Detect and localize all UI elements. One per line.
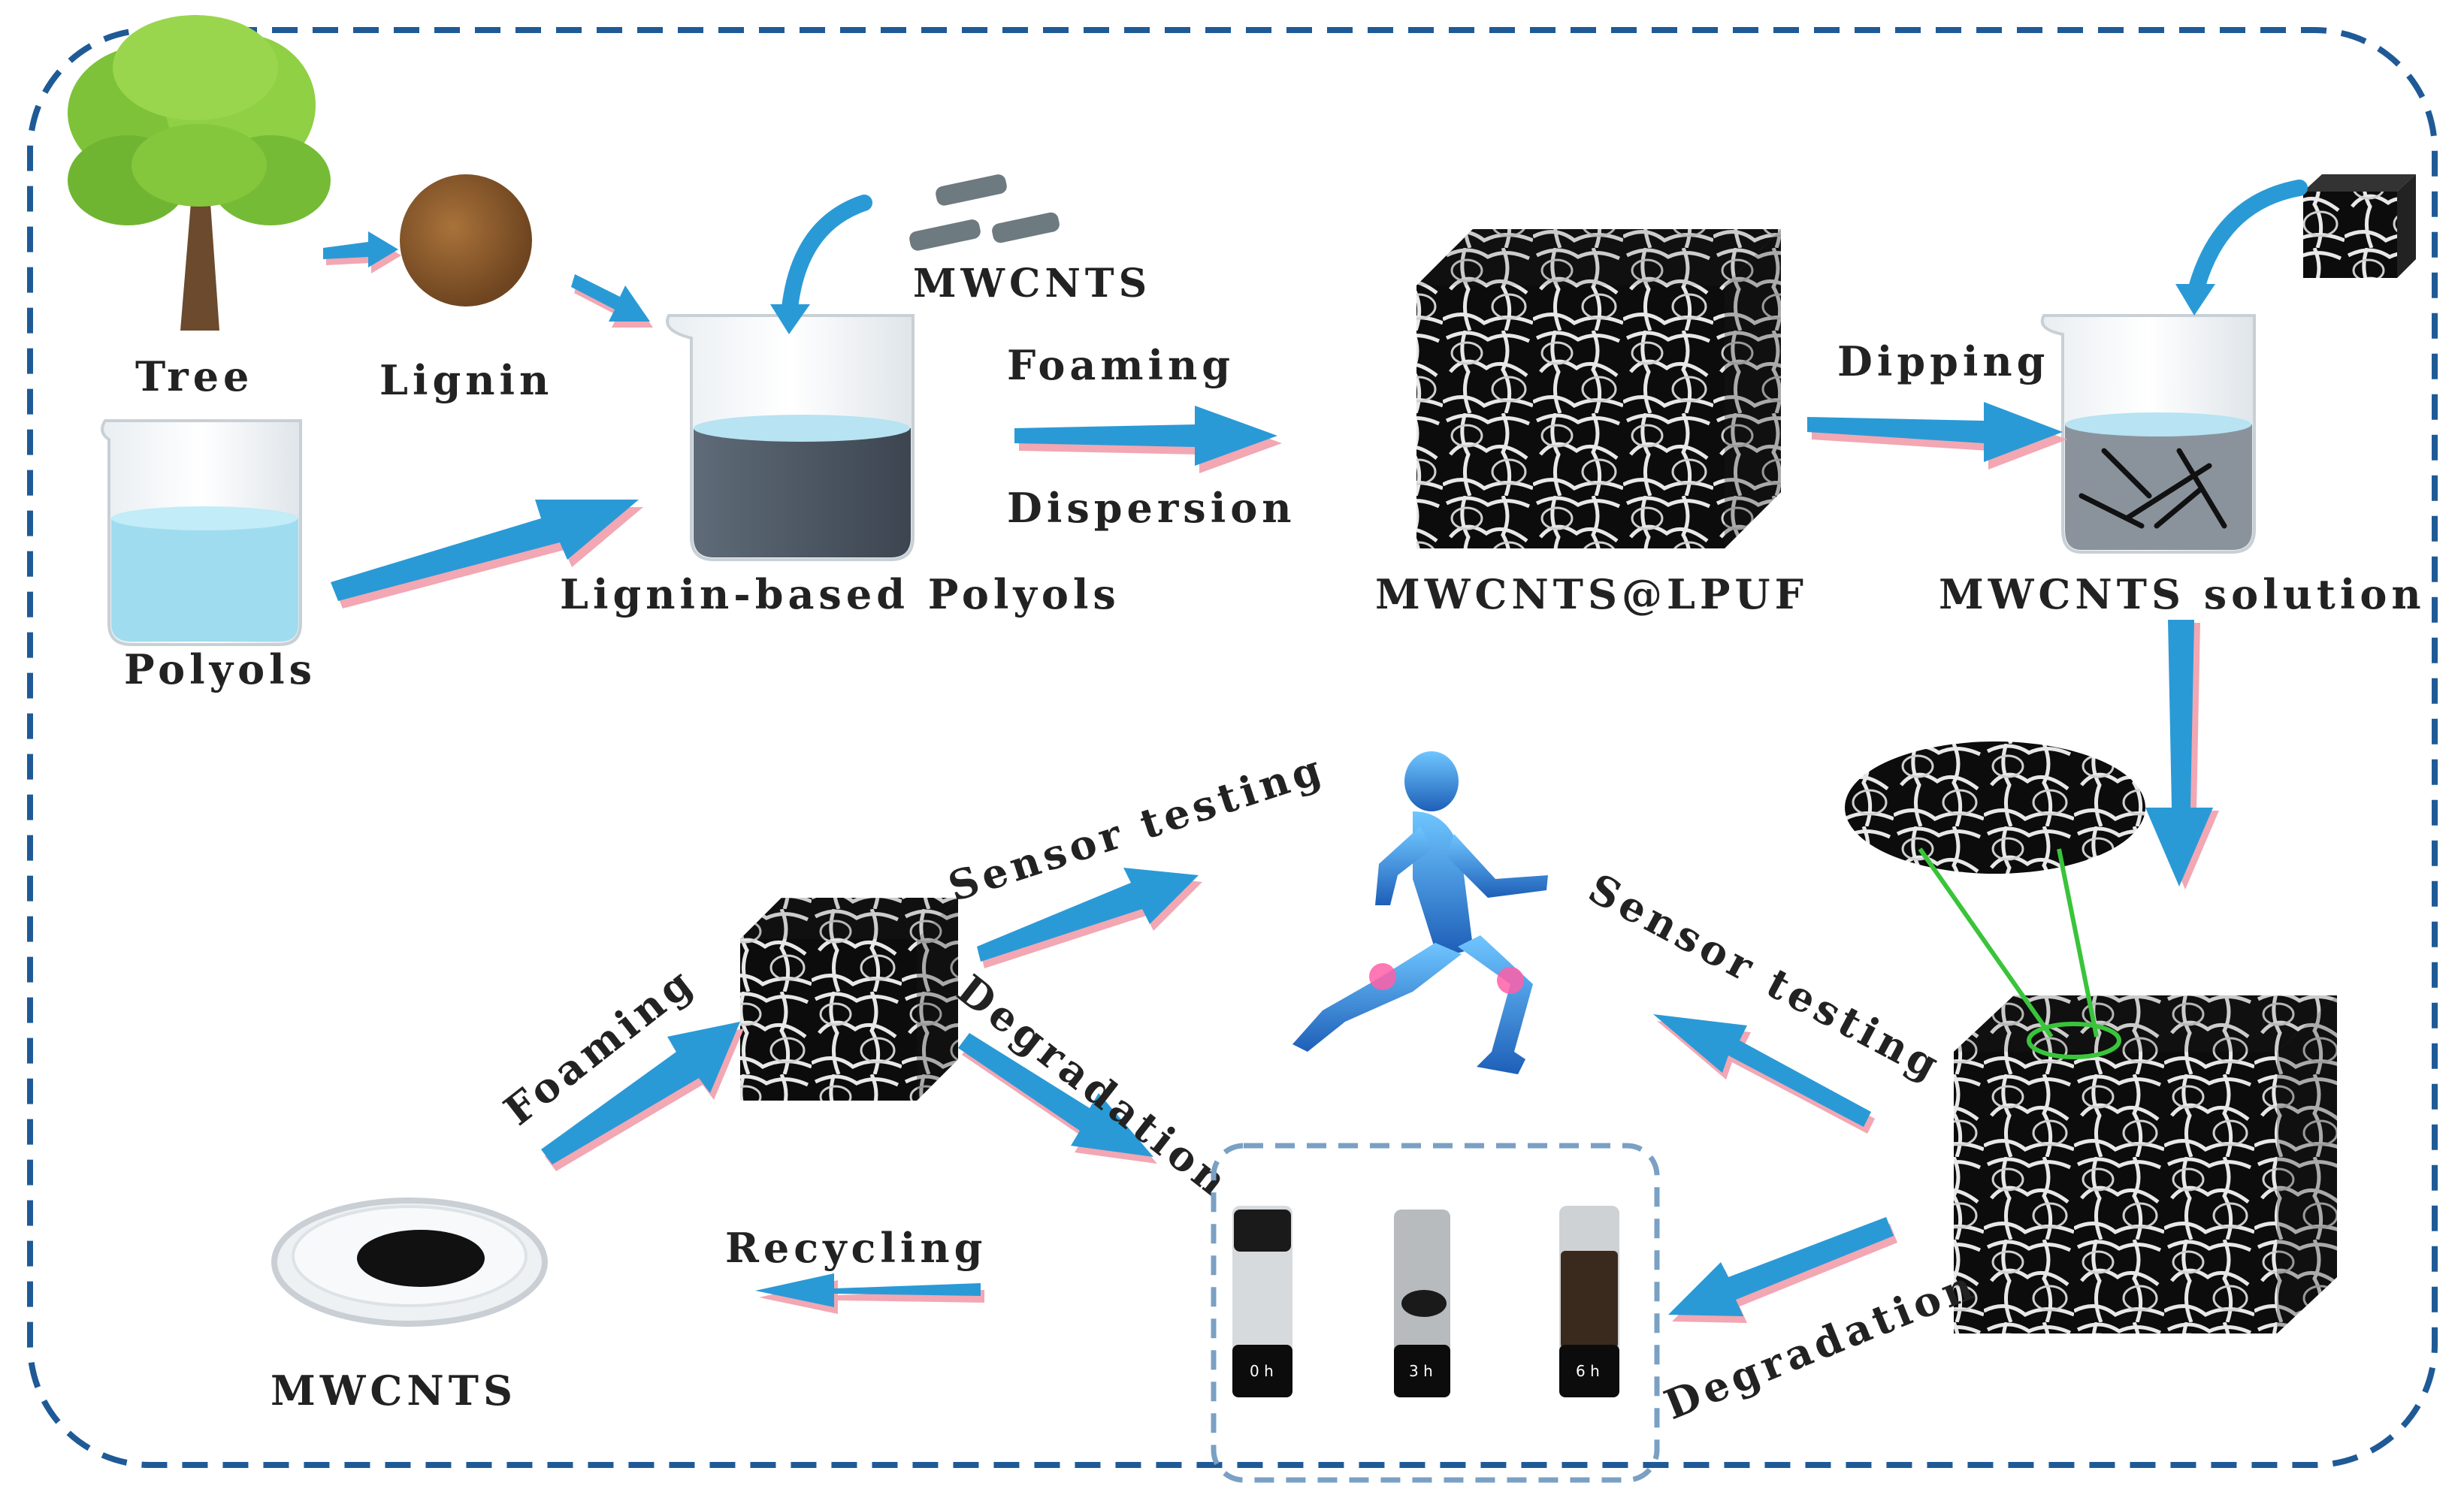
lignin-label: Lignin — [379, 356, 553, 404]
curved-arrow — [2186, 180, 2308, 305]
foam-zoom-disc — [1845, 741, 2145, 874]
degradation-left-label: Degradation — [948, 965, 1240, 1207]
arrow — [323, 231, 401, 273]
vial-label-1: 3 h — [1409, 1362, 1433, 1380]
tree-label: Tree — [135, 352, 253, 400]
zoom-lines — [1918, 847, 2121, 1059]
mwcnts-tubes-icon — [909, 174, 1060, 251]
runner-icon — [1292, 751, 1548, 1074]
arrow — [2145, 620, 2219, 889]
vials-panel — [1211, 1143, 1660, 1483]
foaming-top-label: Foaming — [1007, 341, 1235, 389]
lignin-powder-icon — [400, 174, 532, 307]
petri-dish-icon — [271, 1198, 548, 1327]
arrow — [331, 500, 643, 609]
arrow — [571, 274, 653, 328]
vial-label-0: 0 h — [1250, 1362, 1274, 1380]
vial-icon — [1559, 1206, 1619, 1397]
dipping-label: Dipping — [1837, 337, 2049, 385]
foam-cube-icon — [2303, 174, 2416, 278]
curved-arrow — [781, 195, 872, 324]
mwcnts-solution-label: MWCNTS solution — [1939, 570, 2426, 618]
arrow — [958, 1033, 1157, 1164]
tree-icon — [68, 15, 331, 331]
arrow — [1653, 1014, 1875, 1134]
foam-cube-icon — [1954, 995, 2337, 1333]
beaker-icon — [101, 419, 302, 646]
vial-icon — [1232, 1206, 1292, 1397]
arrow — [1807, 402, 2067, 470]
mwcnts-lpuf-label: MWCNTS@LPUF — [1375, 570, 1808, 618]
beaker-icon — [2040, 314, 2256, 554]
vial-label-2: 6 h — [1576, 1362, 1600, 1380]
mwcnts-bottom-label: MWCNTS — [271, 1367, 517, 1415]
foam-cube-icon — [740, 898, 958, 1101]
dispersion-label: Dispersion — [1007, 484, 1296, 532]
polyols-label: Polyols — [124, 645, 316, 693]
arrow — [1014, 406, 1282, 473]
vial-icon — [1394, 1210, 1450, 1397]
arrow — [977, 868, 1202, 968]
beaker-icon — [666, 314, 915, 561]
lignin-based-polyols-label: Lignin-based Polyols — [560, 570, 1120, 618]
arrow — [755, 1273, 984, 1314]
mwcnts-top-label: MWCNTS — [913, 261, 1151, 307]
arrow — [541, 1022, 744, 1171]
foam-cube-icon — [1416, 229, 1781, 548]
arrow — [1668, 1217, 1897, 1323]
recycling-label: Recycling — [725, 1224, 987, 1272]
